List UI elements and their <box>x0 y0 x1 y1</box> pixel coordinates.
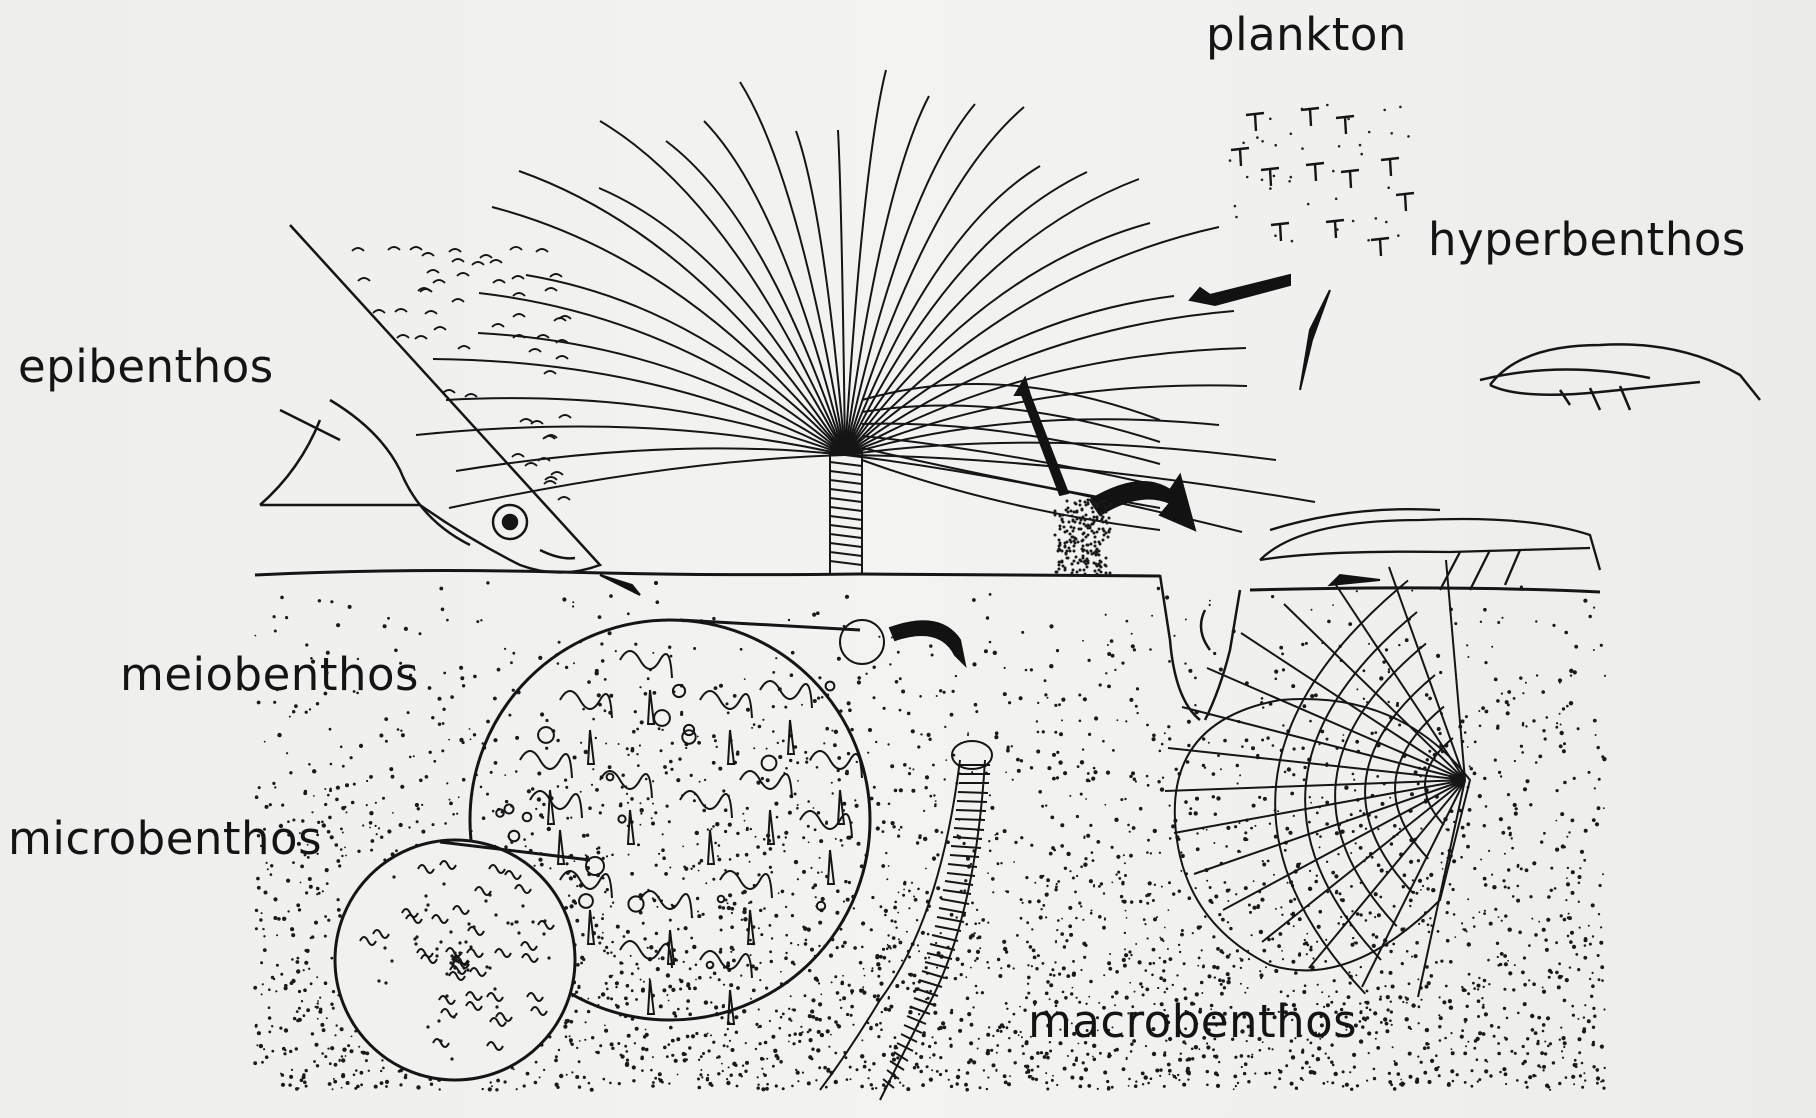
label-epibenthos: epibenthos <box>18 340 274 393</box>
label-meiobenthos: meiobenthos <box>120 648 419 701</box>
plankton-organisms <box>1229 104 1414 256</box>
shrimp-hyperbenthos <box>1480 344 1760 410</box>
flow-arrows <box>600 275 1380 665</box>
label-plankton: plankton <box>1206 8 1407 61</box>
label-microbenthos: microbenthos <box>8 812 322 865</box>
burrow-tube <box>1160 575 1240 720</box>
label-hyperbenthos: hyperbenthos <box>1428 213 1746 266</box>
bivalve-shell <box>1165 560 1470 997</box>
shrimp-epibenthos <box>1260 509 1600 590</box>
segmented-worm <box>820 741 992 1100</box>
label-macrobenthos: macrobenthos <box>1028 995 1357 1048</box>
